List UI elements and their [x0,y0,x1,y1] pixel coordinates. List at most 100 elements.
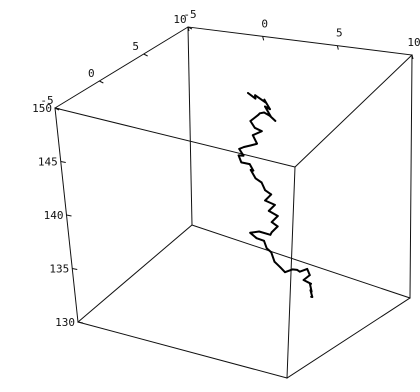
walk-point [258,112,261,115]
walk-point [247,92,249,94]
walk-point [267,210,270,212]
walk-point [249,120,252,122]
box-edge [286,297,411,379]
x-tick-label: 10 [407,36,420,49]
walk-point [310,295,313,298]
walk-point [240,161,243,164]
walk-point [270,193,273,196]
walk-point [298,270,301,273]
walk-point [251,134,254,137]
walk-point [270,221,273,224]
walk-point [254,177,257,180]
walk-point [260,130,263,133]
walk-point [251,118,254,121]
x-tick-mark [187,26,190,32]
walk-point [255,237,258,240]
walk-point [249,169,252,171]
walk-point [270,251,273,254]
walk-point [253,126,256,129]
z-tick-label: 150 [32,102,52,115]
z-tick-mark [72,268,78,270]
walk-point [270,231,273,234]
y-tick-mark [99,80,104,84]
walk-point [243,146,245,148]
z-tick-label: 135 [49,263,69,276]
y-tick-label: 5 [132,40,139,53]
walk-point [252,169,255,172]
walk-point [269,108,271,111]
walk-point [274,120,277,122]
walk-point [306,268,309,270]
walk-point [296,269,299,271]
y-tick-mark [54,107,60,111]
walk-point [260,181,263,184]
walk-point [291,268,294,271]
y-tick-label: 10 [173,13,186,26]
box-edge [294,54,413,168]
walk-point [264,189,266,192]
box-edge [191,224,411,299]
box-edge [187,26,413,56]
bounding-box [54,26,413,379]
x-tick-mark [411,54,414,60]
box-edge [187,26,193,226]
walk-point [269,233,272,236]
walk-trace [237,92,314,298]
y-tick-label: -5 [40,94,53,107]
walk-point [279,266,282,269]
z-tick-mark [60,161,66,163]
walk-point [264,105,266,108]
walk-point [263,239,265,242]
box-edge [77,321,288,379]
box-edge [286,166,296,379]
y-tick-mark [143,53,148,57]
walk-point [254,97,257,100]
box-edge [54,26,189,109]
y-tick-label: 0 [88,67,95,80]
walk-point [309,289,312,292]
walk-point [264,199,266,202]
walk-point [273,260,276,263]
walk-point [310,290,313,293]
walk-point [267,113,269,115]
walk-point [268,114,271,117]
walk-point [249,231,252,234]
z-tick-mark [77,321,84,324]
x-tick-label: -5 [183,8,196,21]
walk-point [249,144,252,147]
walk-point [237,154,240,157]
walk-point [238,148,241,150]
walk-point [257,113,260,116]
walk-point [242,154,245,157]
x-tick-mark [262,36,265,41]
walk-point [284,271,286,274]
y-tick-mark [187,26,193,30]
walk-point [274,204,276,206]
z-tick-label: 130 [55,316,75,329]
walk-point [302,279,305,281]
walk-point [248,163,251,166]
walk-point [263,111,265,114]
walk-point [263,98,266,101]
walk-point [309,282,311,285]
walk-point [264,101,267,104]
box-edge [77,224,193,323]
walk-point [276,225,279,228]
z-tick-label: 140 [44,209,64,222]
walk-point [308,274,311,276]
walk-point [254,94,256,97]
box-edge [409,54,413,299]
walk-point [258,230,260,233]
box-edge [54,107,296,168]
walk-point [255,143,258,145]
z-tick-label: 145 [38,156,58,169]
x-tick-label: 0 [261,17,268,30]
x-tick-mark [336,45,339,50]
trace-layer [237,92,314,298]
walk-point [276,215,279,217]
z-tick-mark [66,214,72,217]
walk-point [265,247,268,250]
x-tick-label: 5 [336,27,343,40]
